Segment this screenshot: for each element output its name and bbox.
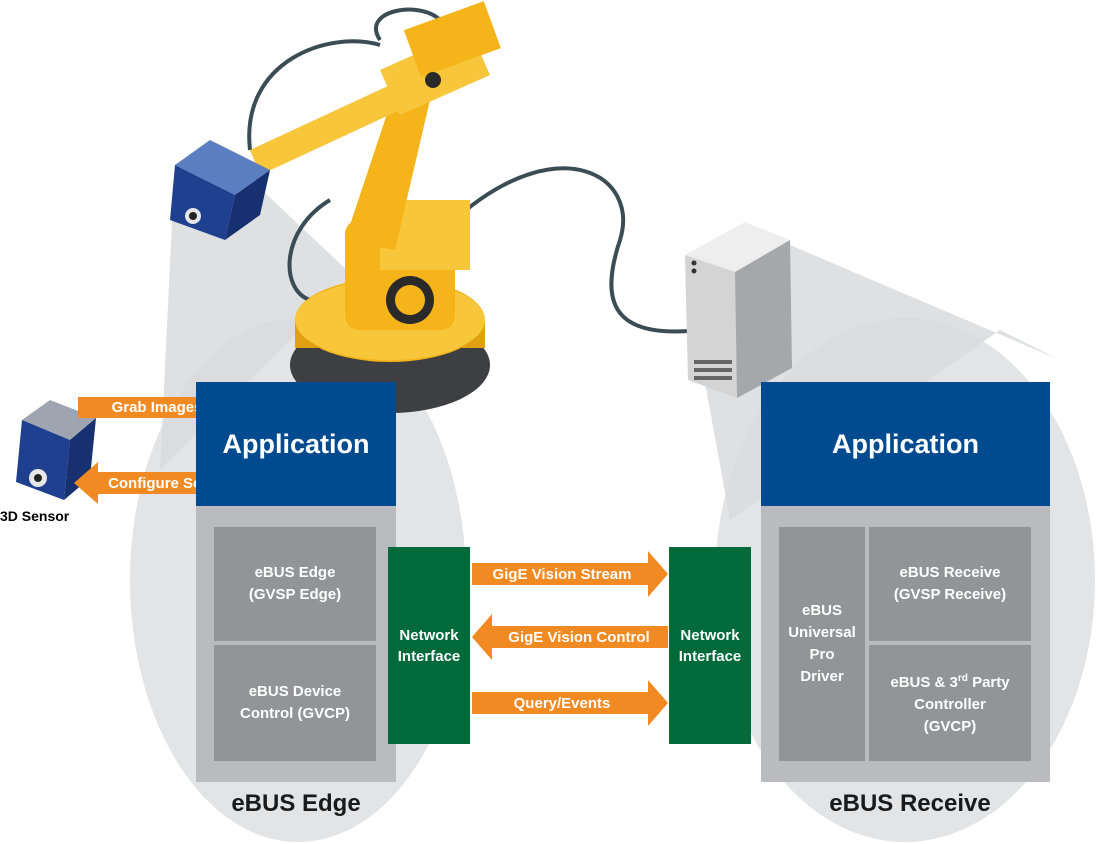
events-arrow (472, 680, 668, 726)
robot-cable (247, 39, 381, 151)
gvcp-cell-line1-end: Party (967, 674, 1010, 691)
receive-application-block: Application (761, 382, 1050, 506)
universal-pro-driver-cell: eBUS Universal Pro Driver (779, 527, 865, 761)
robot-arm-icon (250, 1, 501, 330)
gvcp-cell-line1: eBUS & 3rd Party (890, 668, 1009, 694)
pc-tower-icon (685, 222, 792, 398)
camera-sensor-icon (170, 140, 270, 240)
gige-control-label: GigE Vision Control (508, 628, 650, 646)
robot-cable-top (374, 7, 442, 42)
edge-application-block: Application (196, 382, 396, 506)
gvcp-cell-superscript: rd (957, 673, 968, 684)
receive-network-interface: Network Interface (669, 547, 751, 744)
robot-to-pc-cable (458, 166, 701, 334)
edge-network-interface: Network Interface (388, 547, 470, 744)
robot-base-cable (287, 198, 332, 302)
gige-stream-label: GigE Vision Stream (492, 565, 632, 583)
stream-arrow (472, 551, 668, 597)
standalone-3d-sensor-icon (16, 400, 96, 500)
query-events-label: Query/Events (513, 694, 611, 712)
gvcp-cell-line1-start: eBUS & 3 (890, 674, 958, 691)
grab-images-label: Grab Images (111, 399, 203, 416)
control-arrow (472, 614, 668, 660)
receive-region-label: eBUS Receive (829, 790, 991, 817)
receive-gvcp-cell: eBUS & 3rd Party Controller (GVCP) (869, 645, 1031, 761)
gvcp-cell-rest: Controller (GVCP) (914, 696, 986, 735)
edge-region-label: eBUS Edge (231, 790, 361, 817)
edge-gvcp-cell: eBUS Device Control (GVCP) (214, 645, 376, 761)
sensor-label: 3D Sensor (0, 508, 70, 524)
receive-gvsp-cell: eBUS Receive (GVSP Receive) (869, 527, 1031, 641)
edge-gvsp-cell: eBUS Edge (GVSP Edge) (214, 527, 376, 641)
